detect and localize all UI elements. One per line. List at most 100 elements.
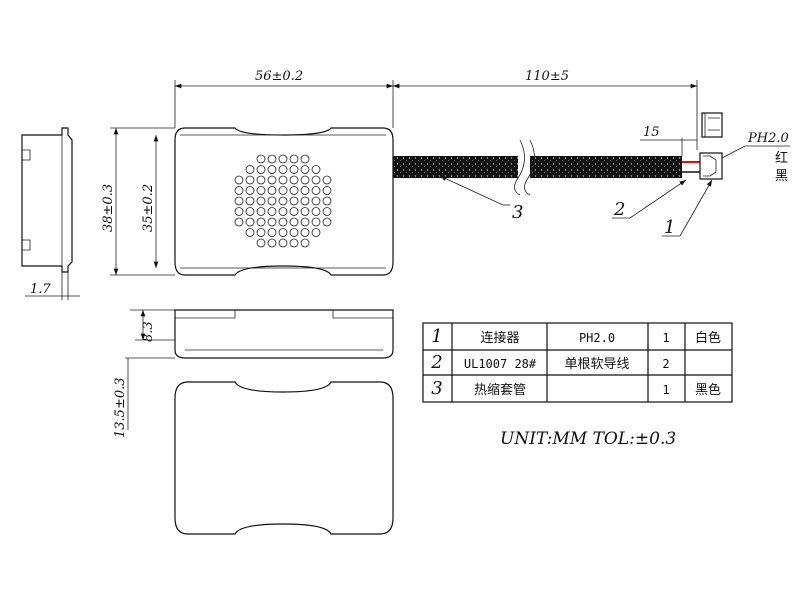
dim-total-thickness: 13.5±0.3	[113, 377, 128, 438]
callout-2: 2	[613, 199, 625, 220]
grille-hole	[234, 207, 244, 216]
grille-hole	[300, 207, 310, 216]
grille-hole	[278, 207, 288, 216]
grille-hole	[289, 238, 299, 248]
grille-hole	[256, 165, 266, 174]
grille-hole	[256, 186, 266, 195]
heat-shrink-sleeve	[393, 156, 518, 178]
bom-cell-spec: 单根软导线	[564, 357, 629, 372]
speaker-side-view: 8.3 13.5±0.3	[113, 309, 394, 438]
dim-side-thickness: 1.7	[30, 282, 51, 297]
grille-hole	[322, 175, 332, 185]
grille-hole	[300, 175, 310, 185]
grille-hole	[267, 238, 277, 248]
bom-cell-spec: PH2.0	[579, 331, 615, 345]
grille-hole	[289, 207, 299, 216]
grille-hole	[234, 196, 244, 206]
grille-hole	[300, 186, 310, 195]
grille-hole	[322, 207, 332, 216]
grille-hole	[300, 238, 310, 248]
bom-cell-qty: 1	[662, 383, 669, 397]
bom-cell-name: UL1007 28#	[464, 357, 537, 371]
grille-hole	[256, 228, 266, 237]
grille-hole	[300, 228, 310, 237]
side-view-left: 1.7	[21, 127, 80, 300]
grille-hole	[256, 238, 266, 248]
grille-hole	[311, 186, 321, 195]
grille-hole	[311, 217, 321, 227]
grille-hole	[322, 186, 332, 195]
dim-lines-top: 56±0.2 110±5 38±0.3 35±0.2	[101, 69, 698, 276]
grille-hole	[300, 217, 310, 227]
grille-hole	[278, 175, 288, 185]
grille-hole	[289, 196, 299, 206]
grille-hole	[322, 217, 332, 227]
grille-hole	[300, 196, 310, 206]
grille-hole	[245, 175, 255, 185]
grille-hole	[311, 165, 321, 174]
grille-hole	[267, 165, 277, 174]
bom-cell-qty: 2	[662, 357, 669, 371]
grille-hole	[245, 186, 255, 195]
dim-height-outer: 38±0.3	[101, 184, 116, 232]
grille-hole	[311, 196, 321, 206]
grille-hole	[267, 228, 277, 237]
grille-hole	[278, 154, 288, 164]
grille-hole	[267, 186, 277, 195]
speaker-grille-holes	[234, 154, 332, 248]
grille-hole	[300, 154, 310, 164]
grille-hole	[311, 175, 321, 185]
grille-hole	[256, 207, 266, 216]
dim-thickness: 8.3	[141, 321, 156, 342]
grille-hole	[234, 217, 244, 227]
grille-hole	[245, 196, 255, 206]
grille-hole	[245, 217, 255, 227]
grille-hole	[278, 186, 288, 195]
bom-cell-name: 热缩套管	[474, 382, 526, 398]
label-black: 黑	[775, 169, 788, 184]
label-red: 红	[775, 150, 788, 166]
grille-hole	[289, 154, 299, 164]
grille-hole	[267, 154, 277, 164]
grille-hole	[278, 196, 288, 206]
grille-hole	[278, 165, 288, 174]
units-tolerance-note: UNIT:MM TOL:±0.3	[500, 429, 676, 449]
grille-hole	[278, 238, 288, 248]
grille-hole	[234, 186, 244, 195]
bom-cell-name: 连接器	[480, 330, 519, 346]
cable-assembly: 15 PH2.0 红 黑 3 2 1	[393, 112, 790, 238]
grille-hole	[267, 196, 277, 206]
bom-cell-color: 黑色	[695, 382, 721, 398]
grille-hole	[311, 228, 321, 237]
label-ph20: PH2.0	[747, 131, 789, 146]
grille-hole	[289, 175, 299, 185]
grille-hole	[245, 165, 255, 174]
bom-cell-no: 2	[430, 352, 442, 373]
grille-hole	[322, 196, 332, 206]
grille-hole	[245, 228, 255, 237]
bom-cell-qty: 1	[662, 331, 669, 345]
dim-strip-length: 15	[643, 125, 660, 140]
bom-cell-color: 白色	[695, 330, 721, 346]
grille-hole	[256, 196, 266, 206]
grille-hole	[289, 186, 299, 195]
grille-hole	[256, 175, 266, 185]
grille-hole	[245, 207, 255, 216]
grille-hole	[289, 165, 299, 174]
dim-cable-length: 110±5	[525, 69, 569, 84]
grille-hole	[234, 175, 244, 185]
grille-hole	[289, 217, 299, 227]
grille-hole	[278, 228, 288, 237]
grille-hole	[311, 207, 321, 216]
dim-height-inner: 35±0.2	[141, 184, 156, 232]
grille-hole	[267, 217, 277, 227]
bom-cell-no: 3	[431, 378, 442, 399]
callout-3: 3	[512, 202, 523, 223]
ph-connector	[699, 152, 723, 180]
speaker-bottom-view	[174, 381, 394, 535]
grille-hole	[256, 217, 266, 227]
callout-1: 1	[664, 217, 675, 238]
connector-top-view	[701, 112, 723, 138]
grille-hole	[289, 228, 299, 237]
